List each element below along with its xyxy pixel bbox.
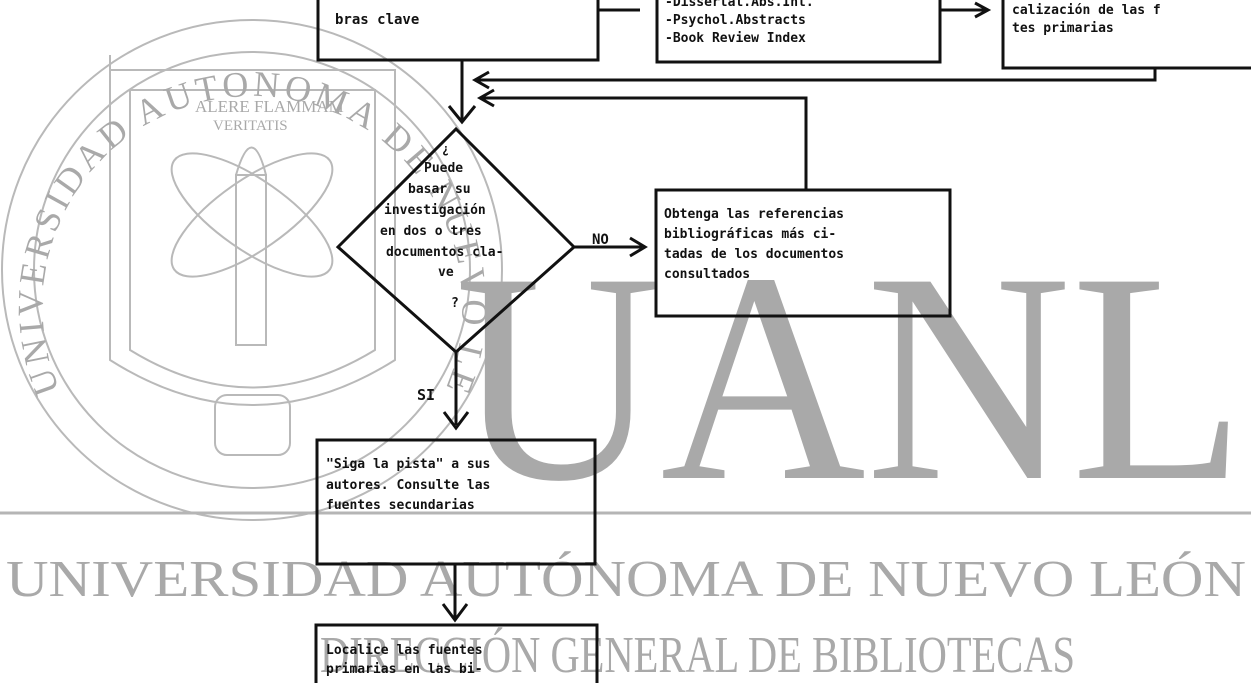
references-line: tadas de los documentos (664, 247, 844, 262)
watermark-direction-name: DIRECCIÓN GENERAL DE BIBLIOTECAS (320, 626, 1075, 683)
references-line: bibliográficas más ci- (664, 227, 836, 242)
location-line: calización de las f (1012, 3, 1161, 18)
decision-line: en dos o tres (380, 224, 482, 239)
references-line: consultados (664, 267, 750, 282)
box-keywords-frame (316, 0, 600, 62)
arrowhead-return-top (471, 70, 490, 90)
box-indexes-frame (655, 0, 942, 64)
index-line: -Book Review Index (665, 31, 806, 46)
watermark-uanl-letters: UANL (455, 211, 1245, 543)
box-locate-text: Localice las fuentes primarias en las bi… (326, 643, 483, 677)
arrowhead-to-locate (441, 603, 469, 623)
arrowhead-si (442, 411, 470, 431)
decision-line: ? (451, 296, 459, 311)
follow-line: fuentes secundarias (326, 498, 475, 513)
index-line: -Dissertat.Abs.Int. (665, 0, 814, 10)
si-label: SI (417, 386, 435, 404)
decision-line: documentos cla- (386, 245, 503, 260)
decision-line: ¿ (442, 142, 449, 156)
flowchart-shapes (314, 0, 1251, 683)
arrowhead-no (629, 236, 648, 258)
seal-motto-line2: VERITATIS (213, 118, 288, 134)
connector-return-top (475, 68, 1157, 82)
decision-line: Puede (424, 161, 463, 176)
decision-line: basar su (408, 182, 471, 197)
box-follow-text: "Siga la pista" a sus autores. Consulte … (326, 457, 490, 513)
box-references-frame (654, 188, 952, 318)
no-label: NO (592, 232, 609, 248)
location-line: tes primarias (1012, 21, 1114, 36)
decision-text: ¿ Puede basar su investigación en dos o … (380, 142, 503, 311)
follow-line: autores. Consulte las (326, 478, 490, 493)
index-line: -Psychol.Abstracts (665, 13, 806, 28)
box-references-text: Obtenga las referencias bibliográficas m… (664, 207, 844, 282)
decision-line: investigación (384, 203, 486, 218)
arrowhead-to-location (974, 1, 992, 19)
box-indexes-text: -Dissertat.Abs.Int. -Psychol.Abstracts -… (665, 0, 814, 46)
references-line: Obtenga las referencias (664, 207, 844, 222)
seal-motto-line1: ALERE FLAMMAM (195, 97, 344, 116)
decision-line: ve (438, 265, 454, 280)
box-keywords-text: bras clave (335, 12, 419, 28)
watermark-university-name: UNIVERSIDAD AUTÓNOMA DE NUEVO LEÓN (6, 550, 1246, 608)
locate-line: primarias en las bi- (326, 662, 483, 677)
follow-line: "Siga la pista" a sus (326, 457, 490, 472)
box-location-text: calización de las f tes primarias (1012, 3, 1161, 36)
box-location-frame (1001, 0, 1251, 70)
arrowhead-return-references (476, 88, 495, 108)
locate-line: Localice las fuentes (326, 643, 483, 658)
box-locate-frame (314, 623, 599, 683)
watermark-seal (1, 19, 503, 521)
arrowhead-to-decision (447, 105, 477, 125)
connector-return-references (480, 96, 808, 190)
